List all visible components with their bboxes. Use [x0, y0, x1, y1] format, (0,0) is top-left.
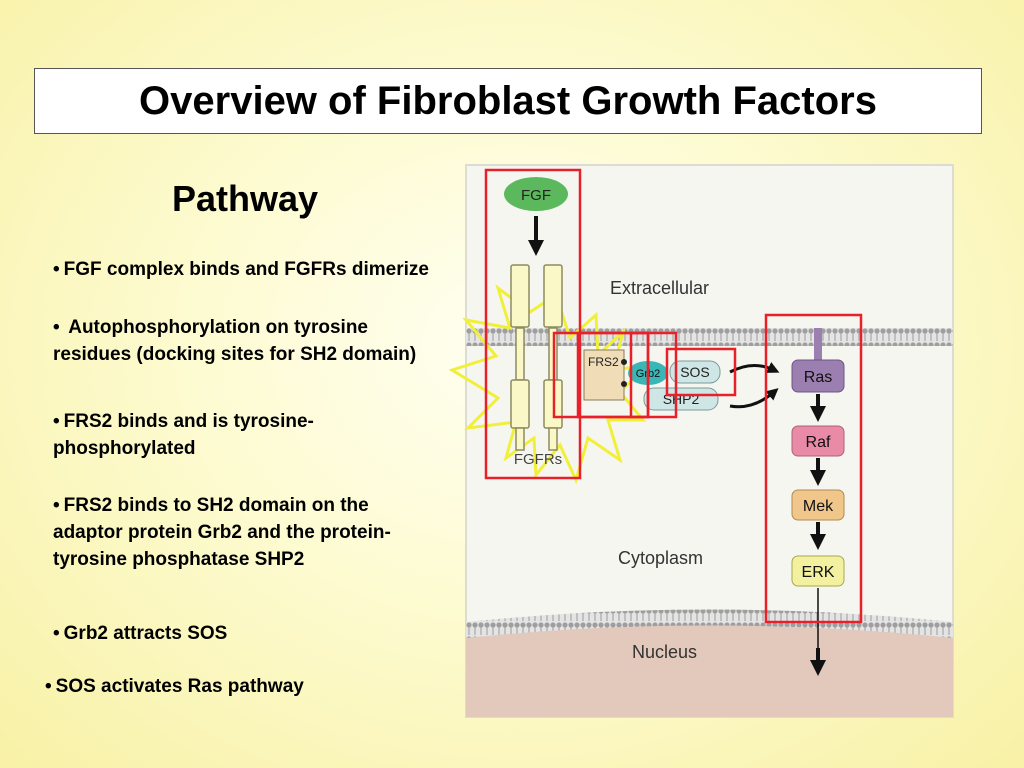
- extracellular-label: Extracellular: [610, 278, 709, 298]
- fgfr-right-tail: [548, 427, 558, 451]
- bullet-item: •FGF complex binds and FGFRs dimerize: [53, 256, 433, 283]
- title-box: Overview of Fibroblast Growth Factors: [34, 68, 982, 134]
- fgf-pathway-diagram: Extracellular Cytoplasm Nucleus FGF FGFR…: [448, 164, 954, 718]
- bullet-item: •FRS2 binds and is tyrosine-phosphorylat…: [53, 408, 433, 462]
- fgfrs-label: FGFRs: [514, 451, 562, 468]
- fgfr-right-ecd: [543, 264, 563, 328]
- bullet-text: FRS2 binds and is tyrosine-phosphorylate…: [53, 411, 314, 459]
- bullet-marker: •: [53, 317, 60, 338]
- activation-burst: [448, 284, 653, 485]
- bullet-text: Grb2 attracts SOS: [63, 623, 228, 644]
- frs2-label: FRS2: [588, 355, 619, 369]
- shp2-to-ras-arrow: [729, 388, 779, 409]
- nucleus-region: [466, 617, 953, 717]
- nuclear-envelope: [466, 609, 953, 638]
- slide-subtitle: Pathway: [171, 178, 319, 219]
- sos-label: SOS: [680, 364, 710, 380]
- cytoplasm-label: Cytoplasm: [618, 548, 703, 568]
- plasma-membrane: [466, 328, 953, 346]
- shp2-node: [643, 387, 719, 411]
- mek-label: Mek: [803, 498, 834, 515]
- bullet-item: •SOS activates Ras pathway: [45, 673, 425, 700]
- fgfr-left-kinase: [510, 379, 530, 429]
- phospho-dot: [621, 381, 627, 387]
- nucleus-label: Nucleus: [632, 642, 697, 662]
- bullet-item: •FRS2 binds to SH2 domain on the adaptor…: [53, 492, 443, 573]
- fgf-label: FGF: [521, 187, 551, 204]
- raf-node: [791, 425, 845, 457]
- bullet-item: • Autophosphorylation on tyrosine residu…: [53, 314, 433, 368]
- sos-node: [669, 360, 721, 384]
- highlight-box-cascade: [764, 313, 863, 624]
- bullet-item: •Grb2 attracts SOS: [53, 620, 433, 647]
- erk-label: ERK: [802, 564, 835, 581]
- highlight-box-sos: [665, 347, 737, 397]
- slide-title: Overview of Fibroblast Growth Factors: [139, 78, 877, 123]
- frs2-box: [583, 349, 625, 401]
- fgfr-left-ecd: [510, 264, 530, 328]
- bullet-text: FGF complex binds and FGFRs dimerize: [63, 259, 429, 280]
- bullet-marker: •: [53, 259, 60, 280]
- bullet-marker: •: [53, 495, 60, 516]
- fgfr-left-tail: [515, 427, 525, 451]
- erk-node: [791, 555, 845, 587]
- bullet-marker: •: [53, 623, 60, 644]
- ras-membrane-anchor: [814, 328, 822, 360]
- highlight-boxes: [484, 168, 863, 624]
- highlight-box-frs2-grb2: [576, 331, 650, 419]
- raf-label: Raf: [806, 434, 831, 451]
- bullet-text: SOS activates Ras pathway: [55, 676, 304, 697]
- bullet-marker: •: [53, 411, 60, 432]
- ras-node: [791, 359, 845, 393]
- highlight-box-receptor: [484, 168, 582, 480]
- fgfr-left-tm: [515, 327, 525, 381]
- highlight-box-grb2-shp2: [629, 331, 678, 419]
- mek-node: [791, 489, 845, 521]
- fgf-ligand: [504, 177, 568, 211]
- phospho-dot: [621, 359, 627, 365]
- bullet-marker: •: [45, 676, 52, 697]
- ras-label: Ras: [804, 369, 832, 386]
- bullet-text: Autophosphorylation on tyrosine residues…: [53, 317, 417, 365]
- bullet-text: FRS2 binds to SH2 domain on the adaptor …: [53, 495, 391, 570]
